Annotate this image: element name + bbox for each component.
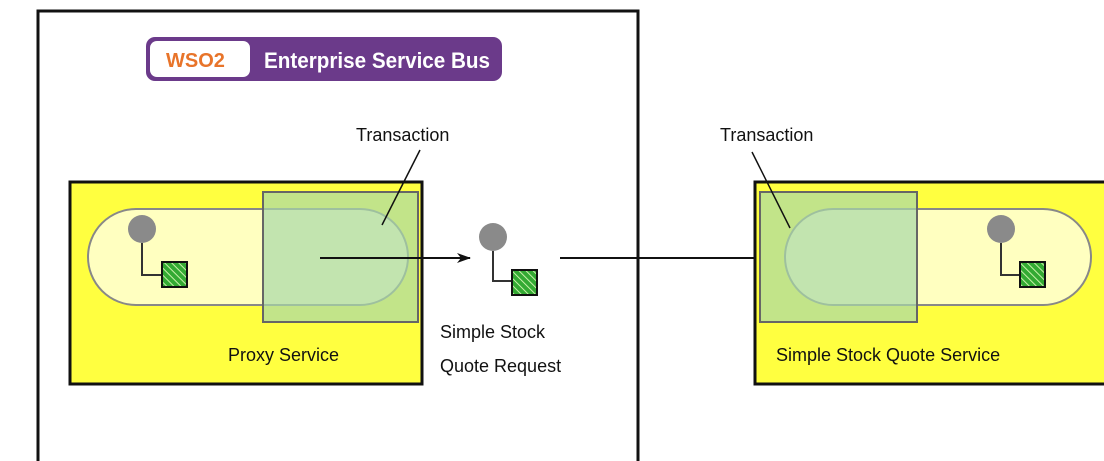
quote-endpoint-circle-icon — [987, 215, 1015, 243]
transaction-pointer-right — [751, 151, 791, 229]
transaction-label-right: Transaction — [720, 125, 813, 145]
request-label-line1: Simple Stock — [440, 322, 546, 342]
quote-endpoint-square-icon — [1019, 261, 1046, 288]
proxy-service-box: Proxy Service — [68, 180, 424, 386]
esb-frame — [36, 9, 640, 461]
quote-service-label: Simple Stock Quote Service — [776, 345, 1000, 365]
request-label-line2: Quote Request — [440, 356, 561, 376]
proxy-service-label: Proxy Service — [228, 345, 339, 365]
request-endpoint: Simple Stock Quote Request — [440, 223, 561, 376]
wso2-esb-logo: WSO2 Enterprise Service Bus — [146, 37, 502, 81]
request-circle-icon — [479, 223, 507, 251]
quote-service-box: Simple Stock Quote Service — [753, 180, 1104, 386]
logo-title: Enterprise Service Bus — [264, 48, 490, 73]
proxy-endpoint-circle-icon — [128, 215, 156, 243]
transaction-label-left: Transaction — [356, 125, 449, 145]
proxy-endpoint-square-icon — [161, 261, 188, 288]
request-square-icon — [511, 269, 538, 296]
transaction-zone-right — [759, 191, 918, 323]
transaction-pointer-left — [381, 149, 421, 226]
logo-brand: WSO2 — [166, 50, 225, 72]
